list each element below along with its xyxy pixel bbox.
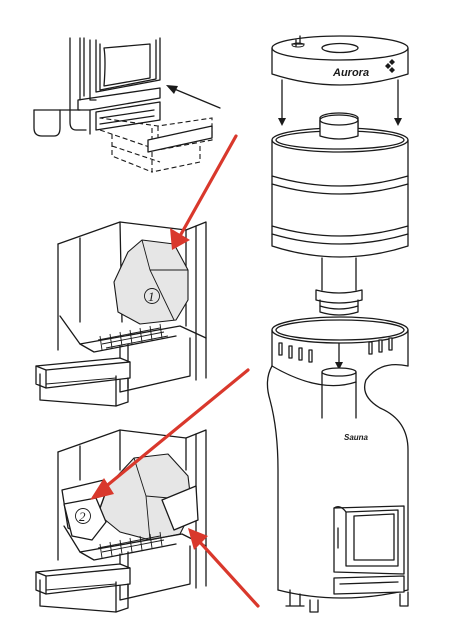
brand-top-label: Aurora [332, 67, 369, 79]
brand-body-label: Sauna [344, 433, 369, 442]
red-arrow-1 [170, 134, 238, 250]
red-arrow-2 [90, 368, 250, 500]
stone-1 [113, 239, 189, 325]
firebox-step-1: 1 [35, 221, 207, 407]
stone-label-1: 1 [148, 289, 155, 304]
stone-label-2: 2 [79, 509, 86, 524]
stove-base-drawer-view [33, 37, 221, 173]
stove-exploded-view: Aurora [266, 35, 409, 613]
firebox-step-2: 2 [35, 429, 207, 613]
red-arrow-3 [188, 528, 260, 608]
